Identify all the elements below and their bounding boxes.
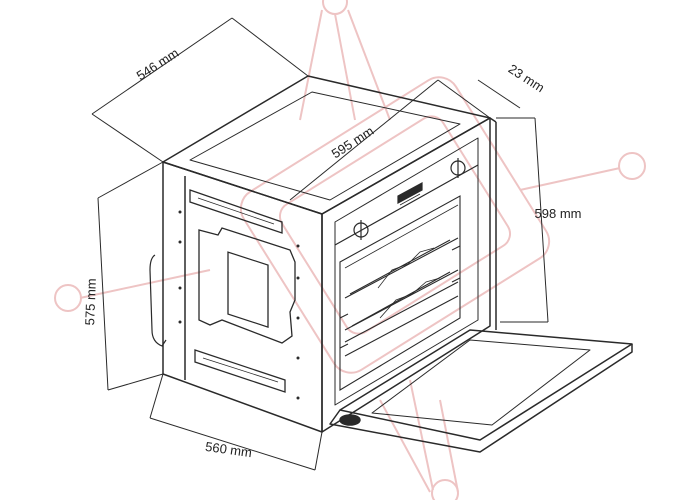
- dimension-lines: [91, 17, 549, 471]
- label-front-height: 598 mm: [535, 206, 582, 221]
- label-door-thickness: 23 mm: [506, 61, 547, 95]
- label-top-depth: 546 mm: [134, 45, 182, 83]
- label-cutout-height: 575 mm: [82, 278, 99, 325]
- oven-body: [162, 75, 497, 433]
- dimension-labels: 546 mm 595 mm 23 mm 598 mm 575 mm 560 mm: [82, 45, 581, 460]
- oven-cavity: [339, 195, 461, 391]
- mounting-holes: [178, 210, 300, 400]
- label-cutout-width: 560 mm: [204, 439, 253, 460]
- control-panel: [334, 158, 479, 246]
- side-mounting-plate: [149, 189, 296, 393]
- watermark: [54, 0, 646, 500]
- oven-front-frame: [321, 117, 491, 433]
- oven-door: [329, 329, 633, 453]
